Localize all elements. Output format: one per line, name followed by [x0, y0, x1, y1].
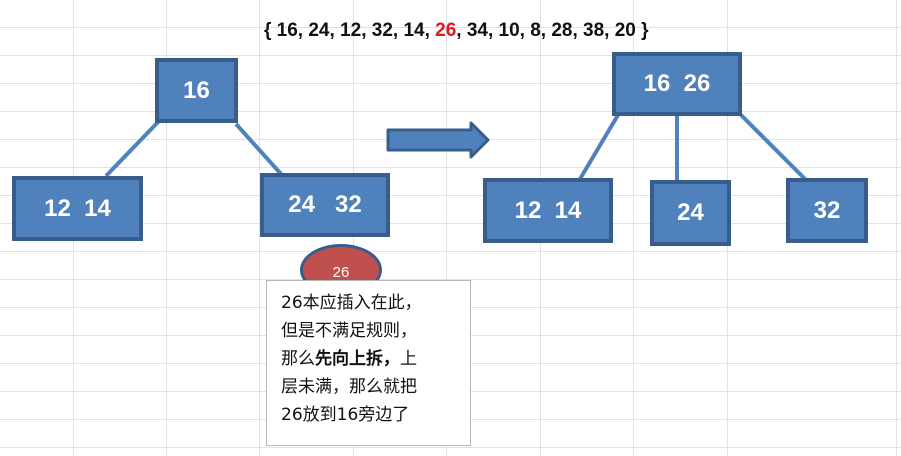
explanation-textbox: 26本应插入在此， 但是不满足规则， 那么先向上拆，上 层未满，那么就把 26放… — [266, 280, 471, 446]
sequence-highlight-26: 26 — [435, 20, 457, 41]
insertion-sequence: { 16, 24, 12, 32, 14, 26, 34, 10, 8, 28,… — [264, 16, 694, 46]
note-line-3: 那么先向上拆，上 — [281, 345, 460, 373]
note-line-3-post: 上 — [400, 349, 417, 369]
node-label: 12 14 — [44, 194, 111, 222]
ellipse-label: 26 — [332, 263, 350, 281]
edge-after-root-left — [578, 113, 620, 181]
note-line-3-pre: 那么 — [281, 349, 315, 369]
sequence-prefix: { 16, 24, 12, 32, 14, — [264, 20, 436, 41]
node-label: 16 — [183, 76, 210, 104]
before-root-node: 16 — [155, 58, 238, 123]
node-label: 24 — [677, 199, 704, 226]
before-left-child-node: 12 14 — [12, 176, 143, 241]
sequence-suffix: , 34, 10, 8, 28, 38, 20 } — [456, 20, 649, 41]
note-line-5: 26放到16旁边了 — [281, 405, 410, 425]
note-line-3-bold: 先向上拆， — [315, 349, 400, 369]
note-line-1: 26本应插入在此， — [281, 293, 422, 313]
node-label: 16 26 — [643, 70, 711, 97]
edge-before-root-right — [234, 122, 283, 176]
after-root-node: 16 26 — [612, 52, 742, 116]
after-left-child-node: 12 14 — [483, 178, 613, 243]
right-arrow-icon — [386, 121, 490, 159]
node-label: 32 — [813, 196, 841, 224]
after-middle-child-node: 24 — [650, 180, 731, 246]
before-right-child-node: 24 32 — [260, 173, 390, 237]
note-line-2: 但是不满足规则， — [281, 321, 417, 341]
edge-after-root-right — [739, 113, 808, 182]
after-right-child-node: 32 — [786, 178, 868, 243]
node-label: 12 14 — [514, 196, 582, 224]
edge-before-root-left — [104, 118, 162, 178]
note-line-4: 层未满，那么就把 — [281, 377, 417, 397]
node-label: 24 32 — [288, 191, 362, 218]
